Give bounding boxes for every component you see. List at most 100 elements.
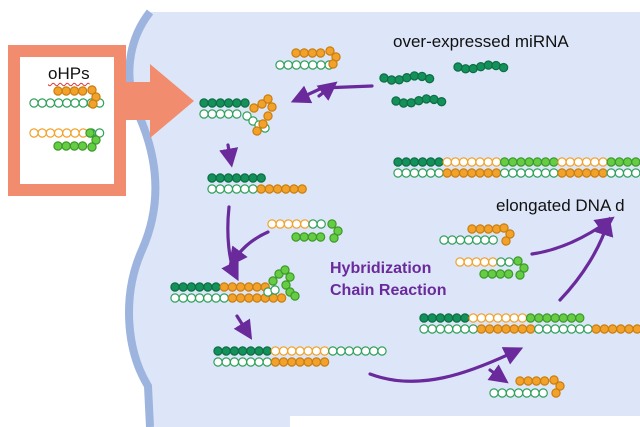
open-bead bbox=[522, 388, 532, 398]
open-bead bbox=[497, 388, 507, 398]
hairpin-a-bead bbox=[263, 111, 273, 121]
hairpin-b-bead bbox=[614, 157, 625, 167]
open-bead bbox=[223, 109, 234, 119]
mirna-bead bbox=[254, 346, 264, 356]
open-bead bbox=[409, 168, 420, 178]
hairpin-a-bead bbox=[77, 86, 88, 96]
hairpin-a-bead bbox=[483, 168, 493, 178]
hairpin-b-bead bbox=[524, 157, 534, 167]
open-bead-orange bbox=[37, 128, 47, 138]
hairpin-a-bead bbox=[467, 168, 477, 178]
hairpin-b-bead bbox=[327, 219, 337, 229]
hairpin-b-bead bbox=[631, 157, 640, 167]
hairpin-a-bead bbox=[270, 357, 281, 367]
hairpin-b-bead bbox=[503, 269, 514, 279]
open-bead-orange bbox=[283, 219, 294, 229]
open-bead bbox=[219, 293, 229, 303]
mirna-bead bbox=[223, 98, 234, 108]
hairpin-b-bead bbox=[534, 313, 544, 323]
open-bead bbox=[213, 357, 223, 367]
mirna-bead bbox=[491, 60, 501, 71]
hairpin-b-bead bbox=[558, 313, 569, 323]
open-bead-orange bbox=[287, 346, 297, 356]
open-bead bbox=[215, 109, 226, 119]
hairpin-a-bead bbox=[632, 324, 640, 334]
open-bead bbox=[328, 346, 338, 356]
open-bead bbox=[417, 168, 428, 178]
open-bead bbox=[352, 346, 363, 356]
hairpin-a-bead bbox=[307, 48, 318, 58]
mirna-bead bbox=[170, 282, 180, 292]
mirna-bead bbox=[213, 346, 223, 356]
open-bead bbox=[242, 111, 252, 121]
mirna-bead bbox=[215, 173, 225, 183]
hairpin-a-bead bbox=[501, 324, 511, 334]
open-bead bbox=[377, 346, 387, 356]
open-bead-orange bbox=[311, 346, 322, 356]
hairpin-a-bead bbox=[555, 381, 565, 391]
arrow-branch-final bbox=[487, 364, 509, 384]
hairpin-b-bead bbox=[268, 276, 278, 286]
hairpin-a-bead bbox=[499, 223, 509, 233]
mirna-bead bbox=[211, 282, 221, 292]
hairpin-b-bead bbox=[77, 141, 88, 151]
open-bead-orange bbox=[319, 346, 330, 356]
open-bead-orange bbox=[275, 219, 285, 229]
open-bead-orange bbox=[458, 157, 469, 167]
hairpin-a-bead bbox=[476, 324, 487, 334]
hairpin-a-bead bbox=[87, 85, 97, 95]
mirna-label: over-expressed miRNA bbox=[393, 32, 569, 51]
mirna-bead bbox=[417, 71, 427, 82]
hairpin-a-bead bbox=[590, 168, 600, 178]
open-bead-orange bbox=[471, 257, 482, 267]
hairpin-b-bead bbox=[519, 263, 529, 273]
open-bead bbox=[401, 168, 411, 178]
hairpin-a-bead bbox=[53, 86, 63, 96]
open-bead bbox=[203, 293, 213, 303]
mirna-bead bbox=[401, 157, 411, 167]
mirna-bead bbox=[426, 157, 436, 167]
open-bead bbox=[308, 219, 318, 229]
arrow-to-long-duplex bbox=[368, 347, 524, 383]
mirna-bead bbox=[460, 64, 471, 74]
open-bead bbox=[336, 346, 346, 356]
open-bead-orange bbox=[484, 313, 495, 323]
hairpin-a-bead bbox=[252, 282, 262, 292]
open-bead-orange bbox=[267, 219, 277, 229]
open-bead bbox=[316, 60, 326, 70]
open-bead bbox=[434, 168, 444, 178]
open-bead bbox=[549, 168, 559, 178]
arrow-step-1 bbox=[219, 143, 239, 168]
open-bead bbox=[215, 184, 225, 194]
open-bead bbox=[614, 168, 625, 178]
mirna-bead bbox=[231, 173, 242, 183]
mirna-bead bbox=[221, 346, 231, 356]
hairpin-a-bead bbox=[299, 48, 309, 58]
open-bead bbox=[248, 184, 258, 194]
mirna-bead bbox=[468, 63, 478, 74]
hairpin-a-bead bbox=[69, 86, 80, 96]
hairpin-a-bead bbox=[591, 324, 601, 334]
open-bead bbox=[463, 235, 474, 245]
hairpin-a-bead bbox=[295, 357, 305, 367]
mirna-bead bbox=[207, 98, 217, 108]
hairpin-b-bead bbox=[550, 313, 560, 323]
mirna-bead bbox=[203, 282, 213, 292]
hairpin-a-bead bbox=[252, 293, 262, 303]
mirna-bead bbox=[240, 173, 250, 183]
hairpin-a-bead bbox=[475, 224, 485, 234]
hairpin-a-bead bbox=[227, 282, 238, 292]
cell-region bbox=[129, 12, 640, 427]
hairpin-b-bead bbox=[622, 157, 633, 167]
hairpin-a-bead bbox=[278, 357, 289, 367]
open-bead bbox=[583, 324, 593, 334]
open-bead-orange bbox=[278, 346, 289, 356]
open-bead bbox=[452, 324, 462, 334]
mirna-bead bbox=[386, 75, 397, 85]
open-bead bbox=[231, 184, 242, 194]
open-bead bbox=[221, 357, 231, 367]
hairpin-a-bead bbox=[319, 357, 330, 367]
hairpin-a-bead bbox=[227, 293, 238, 303]
open-bead bbox=[460, 324, 470, 334]
